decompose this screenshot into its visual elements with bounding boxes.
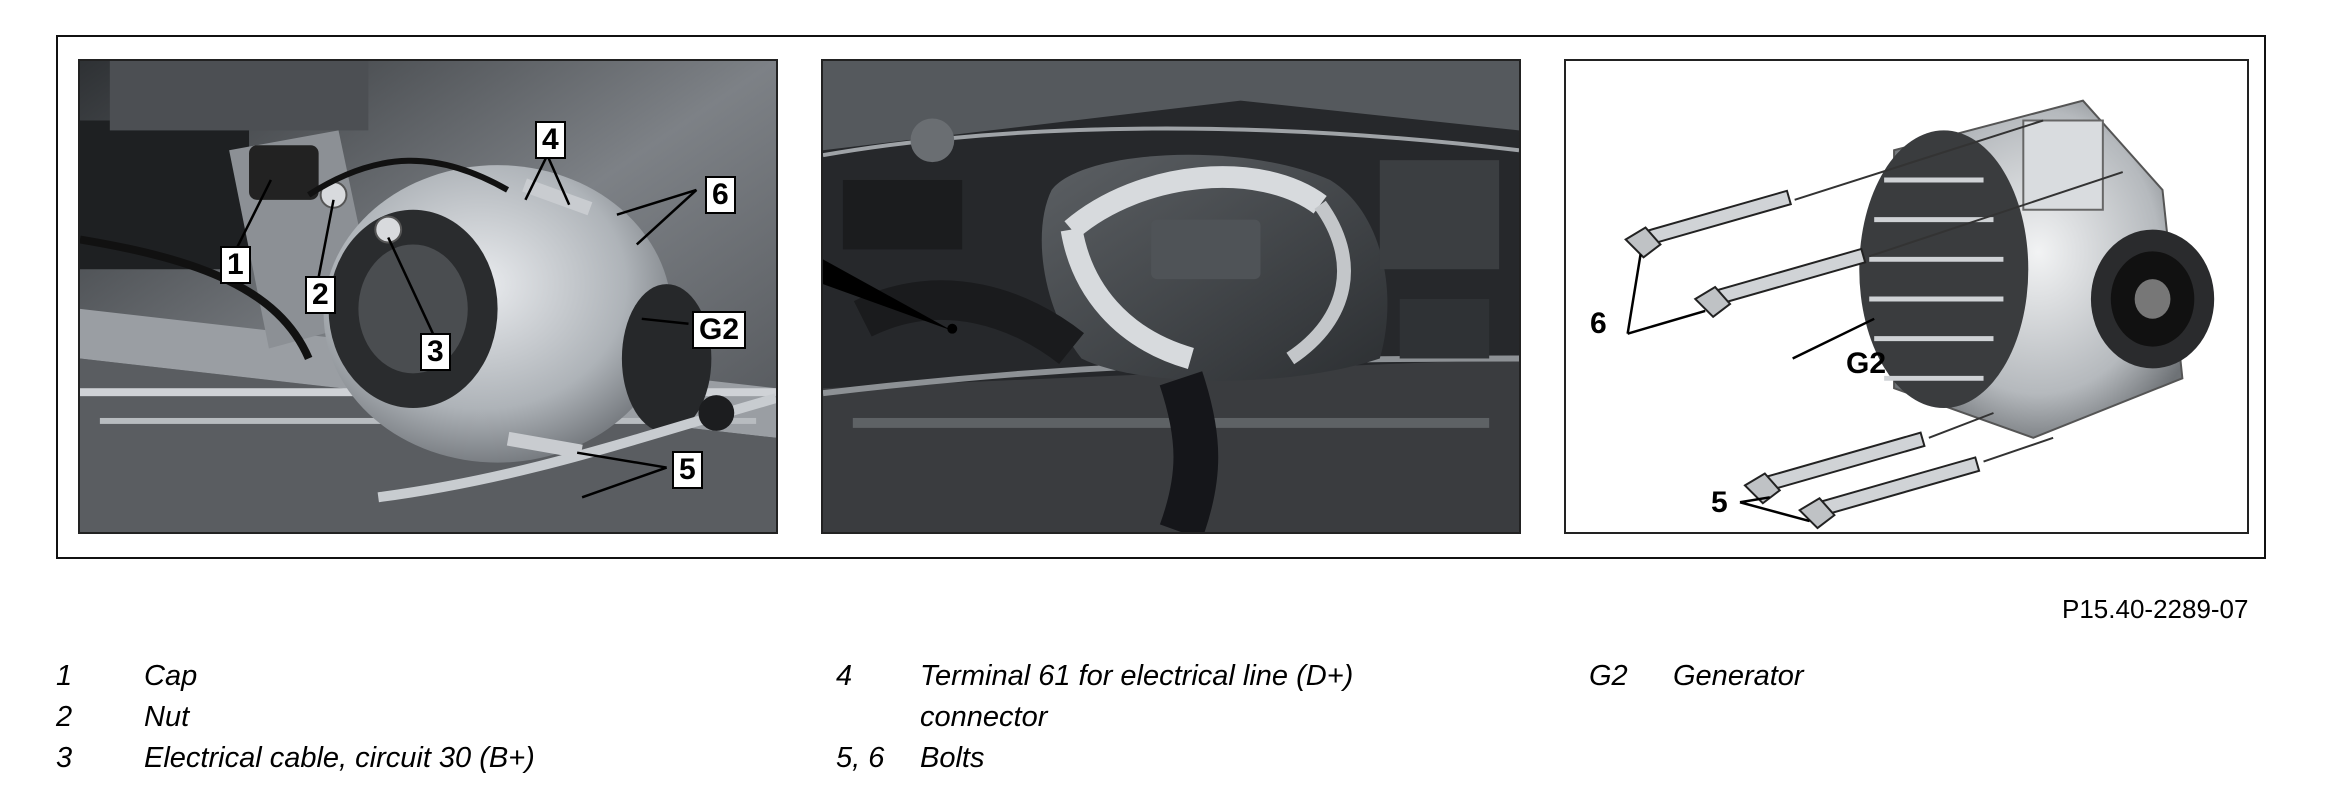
- legend-item: connector: [836, 697, 1520, 738]
- callout-3: 3: [420, 333, 451, 371]
- legend-item: 5, 6 Bolts: [836, 738, 1520, 779]
- callout-6: 6: [1590, 307, 1607, 340]
- callout-2: 2: [305, 276, 336, 314]
- figure-reference-code: P15.40-2289-07: [2062, 594, 2249, 624]
- legend-column-2: 4 Terminal 61 for electrical line (D+) c…: [836, 656, 1520, 779]
- generator-exploded-illustration: [1624, 99, 2215, 530]
- generator-drawing: [1859, 99, 2215, 439]
- generator-closeup-illustration: [80, 61, 776, 532]
- legend-item: 1 Cap: [56, 656, 844, 697]
- callout-g2: G2: [1846, 347, 1887, 380]
- legend-item: 3 Electrical cable, circuit 30 (B+): [56, 738, 844, 779]
- legend-key: 2: [56, 701, 73, 733]
- legend-column-1: 1 Cap 2 Nut 3 Electrical cable, circuit …: [56, 656, 844, 779]
- legend-key: G2: [1589, 660, 1628, 692]
- legend-value: Cap: [144, 660, 198, 692]
- legend-item: G2 Generator: [1589, 656, 2073, 697]
- callout-6: 6: [705, 176, 736, 214]
- legend-value: connector: [920, 701, 1048, 733]
- engine-compartment-illustration: [823, 61, 1519, 532]
- engine-compartment-photo: [821, 59, 1521, 534]
- legend-key: 5, 6: [836, 742, 885, 774]
- legend-value: Nut: [144, 701, 190, 733]
- legend-value: Bolts: [920, 742, 985, 774]
- legend-key: 4: [836, 660, 853, 692]
- legend-value: Generator: [1673, 660, 1804, 692]
- legend-key: 3: [56, 742, 73, 774]
- callout-5: 5: [672, 451, 703, 489]
- generator-exploded-view: 6 5 G2: [1564, 59, 2249, 534]
- generator-closeup-photo: 1 2 3 4 6 5 G2: [78, 59, 778, 534]
- callout-5: 5: [1711, 486, 1728, 519]
- legend-item: 4 Terminal 61 for electrical line (D+): [836, 656, 1520, 697]
- legend-key: [836, 697, 920, 738]
- callout-1: 1: [220, 246, 251, 284]
- legend-value: Terminal 61 for electrical line (D+): [920, 660, 1354, 692]
- figure-frame: 1 2 3 4 6 5 G2: [56, 35, 2266, 559]
- callout-g2: G2: [692, 311, 747, 349]
- legend-column-3: G2 Generator: [1589, 656, 2073, 697]
- callout-4: 4: [535, 121, 566, 159]
- legend-key: 1: [56, 660, 73, 692]
- legend-item: 2 Nut: [56, 697, 844, 738]
- legend-value: Electrical cable, circuit 30 (B+): [144, 742, 535, 774]
